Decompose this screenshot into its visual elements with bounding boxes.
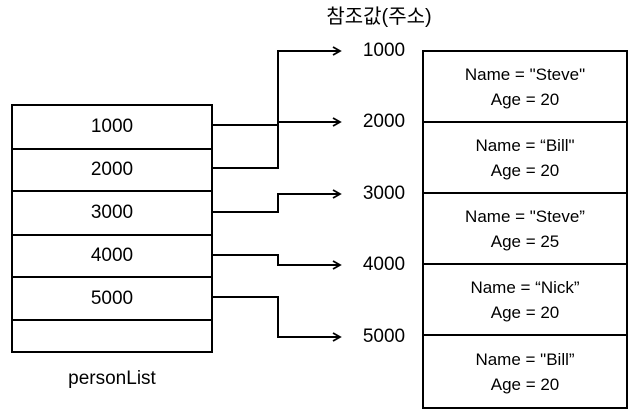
connector-arrow-1000 — [213, 46, 342, 126]
object-age-line: Age = 20 — [490, 374, 560, 394]
list-cell-2: 3000 — [13, 192, 211, 236]
connector-arrow-5000 — [213, 296, 342, 342]
list-cell-3: 4000 — [13, 236, 211, 278]
list-cell-4: 5000 — [13, 278, 211, 321]
object-row-2: Name = "Steve” Age = 25 — [424, 194, 626, 265]
connector-arrow-4000 — [213, 254, 342, 270]
object-age-line: Age = 20 — [490, 89, 560, 109]
object-age-line: Age = 20 — [490, 302, 560, 322]
object-row-3: Name = “Nick” Age = 20 — [424, 265, 626, 336]
object-row-1: Name = “Bill" Age = 20 — [424, 123, 626, 194]
object-name-line: Name = "Bill” — [475, 349, 575, 369]
object-row-0: Name = "Steve" Age = 20 — [424, 52, 626, 123]
address-label-3000: 3000 — [362, 183, 406, 204]
list-cell-1: 2000 — [13, 150, 211, 192]
connector-arrow-3000 — [213, 189, 342, 213]
address-label-4000: 4000 — [362, 254, 406, 275]
object-age-line: Age = 25 — [490, 231, 560, 251]
diagram-title: 참조값(주소) — [326, 6, 432, 28]
object-age-line: Age = 20 — [490, 160, 560, 180]
object-name-line: Name = "Steve" — [464, 64, 586, 84]
list-cell-empty — [13, 321, 211, 351]
objects-box: Name = "Steve" Age = 20 Name = “Bill" Ag… — [422, 50, 628, 409]
object-row-4: Name = "Bill” Age = 20 — [424, 336, 626, 407]
connector-arrow-2000 — [213, 117, 342, 169]
list-cell-0: 1000 — [13, 106, 211, 150]
object-name-line: Name = "Steve” — [465, 206, 585, 226]
person-list-box: 1000 2000 3000 4000 5000 — [11, 104, 213, 353]
object-name-line: Name = “Nick” — [470, 277, 580, 297]
address-label-5000: 5000 — [362, 326, 406, 347]
person-list-label: personList — [68, 368, 156, 389]
address-label-1000: 1000 — [362, 40, 406, 61]
object-name-line: Name = “Bill" — [475, 135, 575, 155]
address-label-2000: 2000 — [362, 111, 406, 132]
